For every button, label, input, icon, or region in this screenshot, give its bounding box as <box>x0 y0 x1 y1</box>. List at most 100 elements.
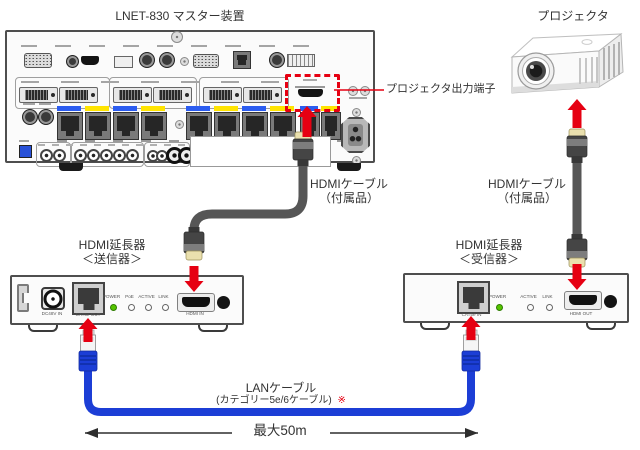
din-port <box>159 52 175 68</box>
master-device <box>5 30 375 171</box>
projector-output-highlight-box <box>285 74 340 112</box>
audio-jack <box>113 149 126 162</box>
power-led <box>110 304 117 311</box>
projector-lens <box>517 52 555 90</box>
port-label-marks <box>303 79 317 81</box>
rj45-port <box>186 112 212 140</box>
projector-output-callout: プロジェクタ出力端子 <box>386 83 496 95</box>
cat5-out-port <box>72 282 105 315</box>
lan-cable-category: (カテゴリー5e/6ケーブル) <box>216 395 332 407</box>
rj45-port <box>321 112 341 140</box>
dvi-port <box>203 87 242 103</box>
hdmi-extender-transmitter <box>10 275 244 332</box>
rj45-port <box>214 112 240 140</box>
device-foot <box>420 323 450 330</box>
screw-icon <box>352 108 361 117</box>
dvi-port <box>113 87 152 103</box>
hdmi-extender-receiver <box>403 273 629 330</box>
lan-port <box>233 51 251 69</box>
lan-cable-label-line2: (カテゴリー5e/6ケーブル) ※ <box>181 395 381 407</box>
button <box>217 296 230 309</box>
audio-jack <box>66 55 79 68</box>
master-device-title: LNET-830 マスター装置 <box>115 9 245 23</box>
projector-illustration <box>510 33 624 94</box>
audio-jack <box>74 149 87 162</box>
active-led <box>145 304 152 311</box>
usb-port <box>114 56 133 68</box>
screw-icon <box>171 31 183 43</box>
active-led <box>527 304 534 311</box>
dvi-port <box>243 87 282 103</box>
port-label-marks <box>21 81 281 83</box>
mounting-bracket <box>17 284 29 312</box>
link-led <box>546 304 553 311</box>
power-led <box>496 304 503 311</box>
port-label-marks <box>38 144 186 146</box>
hdmi-cable-right-label: HDMIケーブル （付属品） <box>483 177 571 206</box>
arrow-up-to-projector-icon <box>567 99 587 128</box>
transmitter-title-line1: HDMI延長器 <box>78 238 146 252</box>
hdmi-cable-right-label-line1: HDMIケーブル <box>488 177 566 191</box>
device-foot <box>28 325 58 332</box>
device-foot <box>198 325 228 332</box>
button <box>604 295 617 308</box>
projector-side-vents <box>603 42 620 80</box>
hdmi-metal-frame <box>295 86 325 88</box>
round-connector <box>22 109 38 125</box>
jack-group-box <box>71 142 144 167</box>
receiver-title-line1: HDMI延長器 <box>455 238 523 252</box>
device-foot <box>59 163 83 171</box>
projector-front-vents <box>579 57 598 84</box>
hdmi-in-port <box>177 293 215 312</box>
terminal-block <box>287 54 315 67</box>
lan-cable-label: LANケーブル (カテゴリー5e/6ケーブル) ※ <box>181 381 381 407</box>
din-port <box>269 52 285 68</box>
dc-power-jack <box>41 287 65 310</box>
screw-icon <box>180 57 189 66</box>
din-port <box>139 52 155 68</box>
projector-output-hdmi-port <box>298 89 323 97</box>
port-label-marks <box>19 140 29 142</box>
lan-cable-label-line1: LANケーブル <box>245 381 317 395</box>
ground-terminal-icon <box>360 86 370 96</box>
rj45-port <box>141 112 167 140</box>
transmitter-title: HDMI延長器 ＜送信器＞ <box>60 238 164 267</box>
distance-label: 最大50m <box>253 423 307 438</box>
rj45-port <box>113 112 139 140</box>
rj45-plug-left <box>78 329 98 372</box>
jack-group-box <box>36 142 71 167</box>
hdmi-cable-right-label-line2: （付属品） <box>496 191 557 206</box>
port-label-marks <box>349 97 367 99</box>
screw-icon <box>175 120 184 129</box>
dvi-port <box>59 87 98 103</box>
port-color-bars <box>186 106 298 111</box>
cat5-in-port <box>457 281 490 314</box>
receiver-title-line2: ＜受信器＞ <box>458 252 519 267</box>
rj45-port <box>57 112 83 140</box>
dvi-port <box>19 87 58 103</box>
hdmi-input-port <box>81 56 99 65</box>
transmitter-title-line2: ＜送信器＞ <box>81 252 142 267</box>
receiver-title: HDMI延長器 ＜受信器＞ <box>437 238 541 267</box>
port-color-bars <box>300 106 340 111</box>
ac-inlet <box>341 117 370 153</box>
port-label-marks <box>21 45 321 47</box>
dvi-port <box>153 87 192 103</box>
audio-jack <box>100 149 113 162</box>
rs232c-port <box>193 54 219 68</box>
link-led <box>162 304 169 311</box>
rj45-port <box>242 112 268 140</box>
projector-title: プロジェクタ <box>537 9 609 23</box>
ground-terminal-icon <box>348 86 358 96</box>
lan-note-mark: ※ <box>337 395 346 407</box>
audio-jack <box>53 149 66 162</box>
hdmi-cable-left-label-line1: HDMIケーブル <box>310 177 388 191</box>
port-label-marks <box>23 103 51 105</box>
port-color-bars <box>57 106 169 111</box>
hdmi-cable-left-label: HDMIケーブル （付属品） <box>305 177 393 206</box>
poe-led <box>128 304 135 311</box>
audio-jack <box>126 149 139 162</box>
vga-port <box>24 53 52 68</box>
audio-jack <box>87 149 100 162</box>
round-connector <box>38 109 54 125</box>
